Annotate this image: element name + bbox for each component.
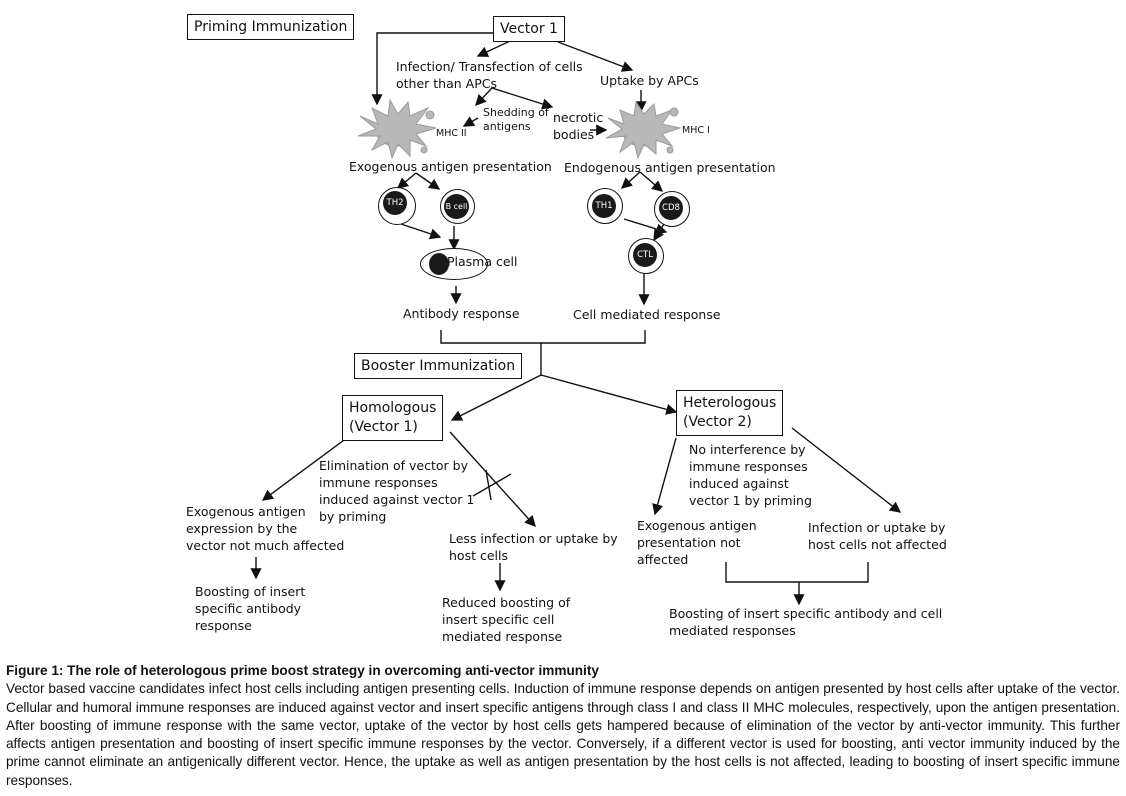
th2-cell: TH2 [378, 187, 416, 225]
arrow-infection-to-shedding [475, 87, 493, 107]
arrow-booster-to-homologous [450, 374, 542, 421]
figure-caption: Figure 1: The role of heterologous prime… [6, 662, 1120, 790]
endogenous-presentation-label: Endogenous antigen presentation [564, 160, 776, 175]
dendritic-cell-left [357, 98, 437, 160]
cd8-label: CD8 [659, 196, 683, 220]
elimination-of-vector-label: Elimination of vector by immune response… [319, 458, 475, 524]
arrow-exo-to-bcell [415, 172, 441, 190]
th1-cell: TH1 [587, 188, 623, 224]
arrow-infection-to-necrotic [491, 87, 554, 110]
arrow-th2-to-plasma [400, 223, 442, 240]
exo-presentation-not-affected-label: Exogenous antigen presentation not affec… [637, 518, 757, 567]
arrow-endo-to-th1 [620, 171, 641, 189]
uptake-by-apcs-label: Uptake by APCs [600, 73, 699, 88]
bracket-responses [440, 330, 646, 344]
infection-transfection-label: Infection/ Transfection of cells other t… [396, 59, 583, 91]
arrow-heterologous-to-infection [791, 427, 902, 513]
arrow-heterologous-to-exo-presentation [652, 437, 677, 516]
heterologous-box: Heterologous (Vector 2) [676, 390, 784, 436]
mhc2-label: MHC II [436, 128, 467, 139]
reduced-boost-label: Reduced boosting of insert specific cell… [442, 595, 571, 644]
priming-immunization-box: Priming Immunization [187, 14, 355, 40]
prime-boost-diagram: Priming Immunization Vector 1 Booster Im… [186, 14, 947, 644]
b-cell: B cell [440, 189, 475, 224]
necrotic-bodies-label: necrotic bodies [553, 110, 604, 142]
vector1-box: Vector 1 [493, 16, 565, 42]
boost-antibody-label: Boosting of insert specific antibody res… [195, 584, 306, 633]
plasma-cell-label: Plasma cell [447, 254, 518, 269]
arrow-homologous-to-exo-expression [261, 439, 345, 501]
caption-body: Vector based vaccine candidates infect h… [6, 681, 1120, 788]
exo-expression-label: Exogenous antigen expression by the vect… [186, 504, 345, 553]
caption-title: Figure 1: The role of heterologous prime… [6, 663, 599, 678]
arrow-shedding-to-mhc2 [462, 116, 479, 127]
antibody-response-label: Antibody response [403, 306, 520, 321]
cd8-cell: CD8 [654, 191, 690, 227]
arrow-exo-to-th2 [396, 172, 417, 189]
diagram-connectors [250, 32, 902, 606]
th2-label: TH2 [383, 191, 407, 215]
ctl-cell: CTL [628, 238, 664, 274]
arrow-cd8-to-ctl [653, 223, 665, 242]
dendritic-cell-right [605, 100, 682, 160]
arrow-vector1-to-infection [476, 40, 511, 57]
ctl-label: CTL [633, 243, 657, 267]
bracket-heterologous [725, 562, 869, 583]
no-interference-label: No interference by immune responses indu… [689, 442, 812, 508]
cell-mediated-response-label: Cell mediated response [573, 307, 721, 322]
bcell-label: B cell [444, 194, 469, 219]
infection-not-affected-label: Infection or uptake by host cells not af… [808, 520, 947, 552]
booster-immunization-box: Booster Immunization [354, 353, 523, 379]
arrow-vector1-to-left-dc [371, 32, 493, 106]
less-infection-label: Less infection or uptake by host cells [449, 531, 618, 563]
boost-both-label: Boosting of insert specific antibody and… [669, 606, 943, 638]
plasma-cell-shape [420, 248, 488, 280]
arrow-booster-to-heterologous [540, 374, 678, 415]
mhc1-label: MHC I [682, 125, 710, 136]
shedding-antigens-label: Shedding of antigens [483, 106, 549, 133]
blocked-cross-mark [472, 473, 512, 497]
exogenous-presentation-label: Exogenous antigen presentation [349, 159, 552, 174]
blocked-cross-mark-2 [485, 469, 492, 501]
plasma-cell-nucleus [429, 253, 449, 275]
arrow-vector1-to-uptake [557, 41, 634, 72]
arrow-endo-to-cd8 [639, 171, 664, 192]
th1-label: TH1 [592, 194, 616, 218]
arrow-homologous-to-less-infection [449, 431, 536, 528]
homologous-box: Homologous (Vector 1) [342, 395, 444, 441]
